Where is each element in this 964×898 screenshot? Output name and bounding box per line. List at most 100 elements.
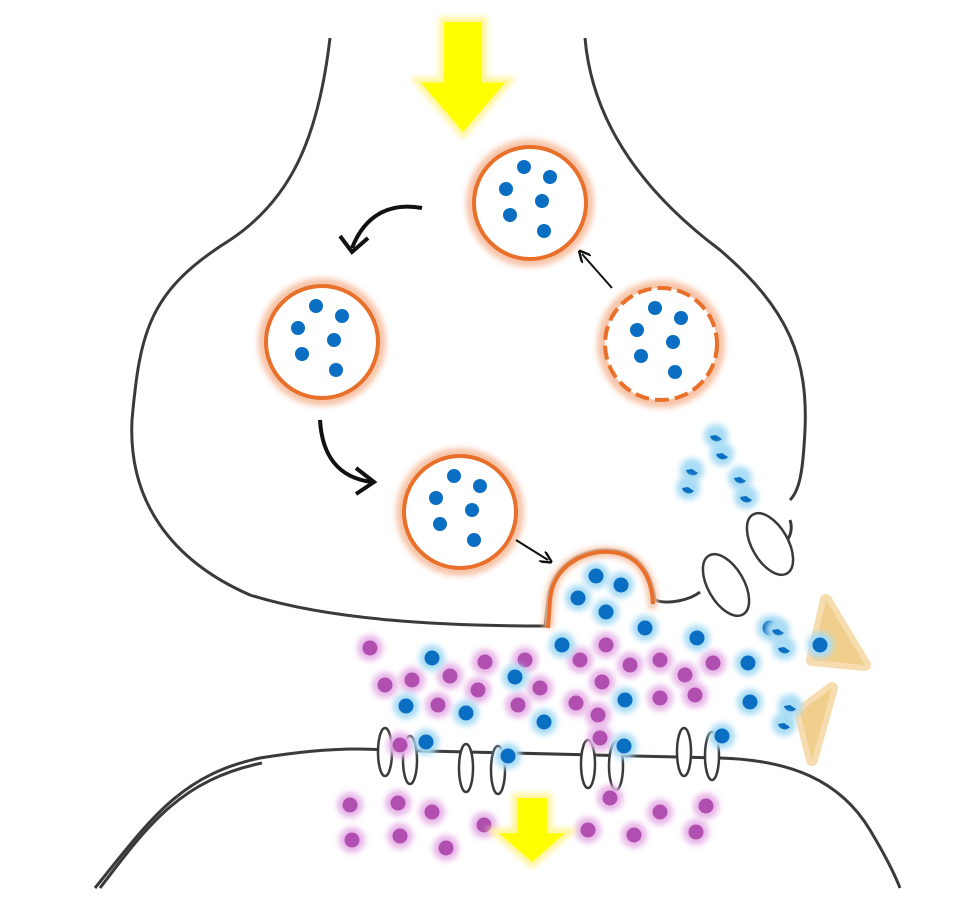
neurotransmitter-molecule [735,650,761,676]
second-messenger-molecule [672,662,698,688]
signal-in-arrow-icon [410,17,516,140]
neurotransmitter-molecule [419,645,445,671]
synaptic-vesicle [258,278,386,406]
cycle-arrow-icon [318,419,373,484]
neurotransmitter-molecule [433,517,447,531]
cycle-arrow-icon [338,234,370,255]
neurotransmitter-molecule [413,729,439,755]
neurotransmitter-molecule [329,363,343,377]
cycle-arrow-icon [582,254,613,289]
neurotransmitter-molecule [630,323,644,337]
second-messenger-molecule [647,685,673,711]
second-messenger-molecule [621,822,647,848]
neurotransmitter-molecule [737,689,763,715]
reuptake-transporter-icon [794,682,838,766]
reuptake-channel-icon [701,552,751,618]
neurotransmitter-molecule [537,224,551,238]
cycle-arrow-icon [354,466,378,496]
second-messenger-molecule [387,732,413,758]
second-messenger-molecule [589,669,615,695]
neurotransmitter-molecule [473,479,487,493]
neurotransmitter-molecule [674,311,688,325]
neurotransmitter-molecule [393,693,419,719]
synaptic-vesicle [396,448,524,576]
neurotransmitter-molecule [517,160,531,174]
reuptaken-neurotransmitter [710,442,734,466]
cycle-arrow-icon [515,539,548,560]
neurotransmitter-molecule [611,733,637,759]
second-messenger-molecule [505,692,531,718]
second-messenger-molecule [585,702,611,728]
second-messenger-molecule [567,647,593,673]
neurotransmitter-molecule [666,335,680,349]
second-messenger-molecule [575,817,601,843]
second-messenger-molecule [597,785,623,811]
second-messenger-molecule [472,649,498,675]
second-messenger-molecule [617,652,643,678]
reuptake-channel-icon [745,511,795,577]
second-messenger-molecule [700,650,726,676]
neurotransmitter-molecule [335,309,349,323]
second-messenger-molecule [419,799,445,825]
second-messenger-molecule [425,692,451,718]
neurotransmitter-molecule [531,709,557,735]
neurotransmitter-molecule [447,469,461,483]
neurotransmitter-molecule [467,533,481,547]
neurotransmitter-molecule [583,563,609,589]
second-messenger-molecule [683,819,709,845]
second-messenger-molecule [387,823,413,849]
neurotransmitter-molecule [295,347,309,361]
neurotransmitter-molecule [684,625,710,651]
second-messenger-molecule [563,690,589,716]
recycling-vesicle [597,280,725,408]
cycle-arrow-icon [350,204,423,249]
neurotransmitter-molecule [612,687,638,713]
neurotransmitter-molecule [535,194,549,208]
second-messenger-molecule [465,677,491,703]
neurotransmitter-molecule [502,664,528,690]
second-messenger-molecule [647,799,673,825]
neurotransmitter-molecule [709,723,735,749]
neurotransmitter-molecule [632,615,658,641]
second-messenger-molecule [433,835,459,861]
neurotransmitter-molecule [807,632,833,658]
reuptaken-neurotransmitter [772,636,796,660]
second-messenger-molecule [357,635,383,661]
second-messenger-molecule [372,672,398,698]
second-messenger-molecule [385,790,411,816]
neurotransmitter-molecule [593,599,619,625]
neurotransmitter-molecule [453,700,479,726]
neurotransmitter-molecule [309,299,323,313]
second-messenger-molecule [682,682,708,708]
reuptaken-neurotransmitter [676,476,700,500]
signal-out-arrow-icon [485,793,579,869]
neurotransmitter-molecule [549,632,575,658]
second-messenger-molecule [593,632,619,658]
receptor-channel-icon [675,726,693,778]
neurotransmitter-molecule [634,349,648,363]
neurotransmitter-molecule [291,321,305,335]
reuptaken-neurotransmitter [772,712,796,736]
second-messenger-molecule [693,793,719,819]
neurotransmitter-molecule [648,301,662,315]
second-messenger-molecule [647,647,673,673]
neurotransmitter-molecule [543,170,557,184]
receptor-channel-icon [457,742,475,794]
exocytosis-fusion-pore [543,546,658,629]
reuptaken-neurotransmitter [728,466,752,490]
neurotransmitter-molecule [465,503,479,517]
second-messenger-molecule [337,792,363,818]
neurotransmitter-molecule [499,182,513,196]
neurotransmitter-molecule [495,743,521,769]
second-messenger-molecule [527,675,553,701]
synaptic-vesicle [466,139,594,267]
neurotransmitter-molecule [429,491,443,505]
vesicle-cycle-arrows [318,204,613,560]
second-messenger-molecule [587,725,613,751]
neurotransmitter-molecule [608,572,634,598]
neurotransmitter-molecule [565,585,591,611]
second-messenger-molecule [339,827,365,853]
neurotransmitter-molecule [503,208,517,222]
neurotransmitter-molecule [327,333,341,347]
